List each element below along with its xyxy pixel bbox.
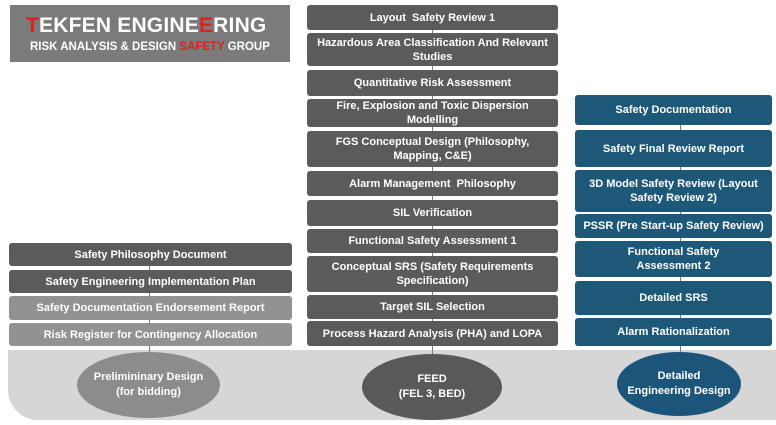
feed-item: Target SIL Selection (307, 295, 558, 319)
logo-subtitle-red: SAFETY (179, 41, 225, 53)
detailed-item: Functional Safety Assessment 2 (575, 241, 772, 277)
phase-label: FEED (417, 373, 447, 385)
feed-item: Layout Safety Review 1 (307, 5, 558, 30)
logo-red-letter: T (26, 14, 40, 37)
company-logo: TEKFEN ENGINEERING RISK ANALYSIS & DESIG… (10, 5, 290, 62)
detailed-item: Safety Documentation (575, 95, 772, 125)
detailed-item: Alarm Rationalization (575, 318, 772, 346)
preliminary-item: Safety Documentation Endorsement Report (9, 296, 292, 320)
feed-item: SIL Verification (307, 200, 558, 226)
detailed-item: Safety Final Review Report (575, 130, 772, 167)
phase-preliminary-design: Prelimininary Design (for bidding) (77, 352, 220, 418)
feed-item: Quantitative Risk Assessment (307, 70, 558, 96)
feed-item: Hazardous Area Classification And Releva… (307, 33, 558, 66)
feed-item: Functional Safety Assessment 1 (307, 229, 558, 253)
phase-label: Prelimininary Design (93, 371, 204, 383)
feed-item: Alarm Management Philosophy (307, 171, 558, 196)
preliminary-item: Safety Engineering Implementation Plan (9, 270, 292, 293)
preliminary-item: Safety Philosophy Document (9, 243, 292, 266)
detailed-item: 3D Model Safety Review (Layout Safety Re… (575, 170, 772, 212)
detailed-item: Detailed SRS (575, 281, 772, 315)
detailed-item: PSSR (Pre Start-up Safety Review) (575, 214, 772, 238)
logo-subtitle-part: RISK ANALYSIS & DESIGN (30, 41, 180, 53)
logo-title: TEKFEN ENGINEERING (26, 14, 266, 38)
phase-sublabel: Engineering Design (627, 385, 731, 397)
feed-item: Conceptual SRS (Safety Requirements Spec… (307, 256, 558, 292)
logo-red-letter: E (198, 14, 214, 37)
phase-detailed-engineering: Detailed Engineering Design (617, 352, 741, 416)
feed-item: Fire, Explosion and Toxic Dispersion Mod… (307, 99, 558, 127)
phase-sublabel: (for bidding) (116, 386, 181, 398)
preliminary-item: Risk Register for Contingency Allocation (9, 323, 292, 346)
logo-title-part: RING (213, 14, 267, 37)
logo-subtitle: RISK ANALYSIS & DESIGN SAFETY GROUP (30, 41, 270, 53)
phase-label: Detailed (657, 370, 701, 382)
logo-title-part: EKFEN ENGINE (39, 14, 199, 37)
feed-item: Process Hazard Analysis (PHA) and LOPA (307, 321, 558, 346)
logo-subtitle-part: GROUP (224, 41, 270, 53)
phase-feed: FEED (FEL 3, BED) (362, 354, 502, 420)
feed-item: FGS Conceptual Design (Philosophy, Mappi… (307, 131, 558, 167)
phase-sublabel: (FEL 3, BED) (398, 388, 466, 400)
